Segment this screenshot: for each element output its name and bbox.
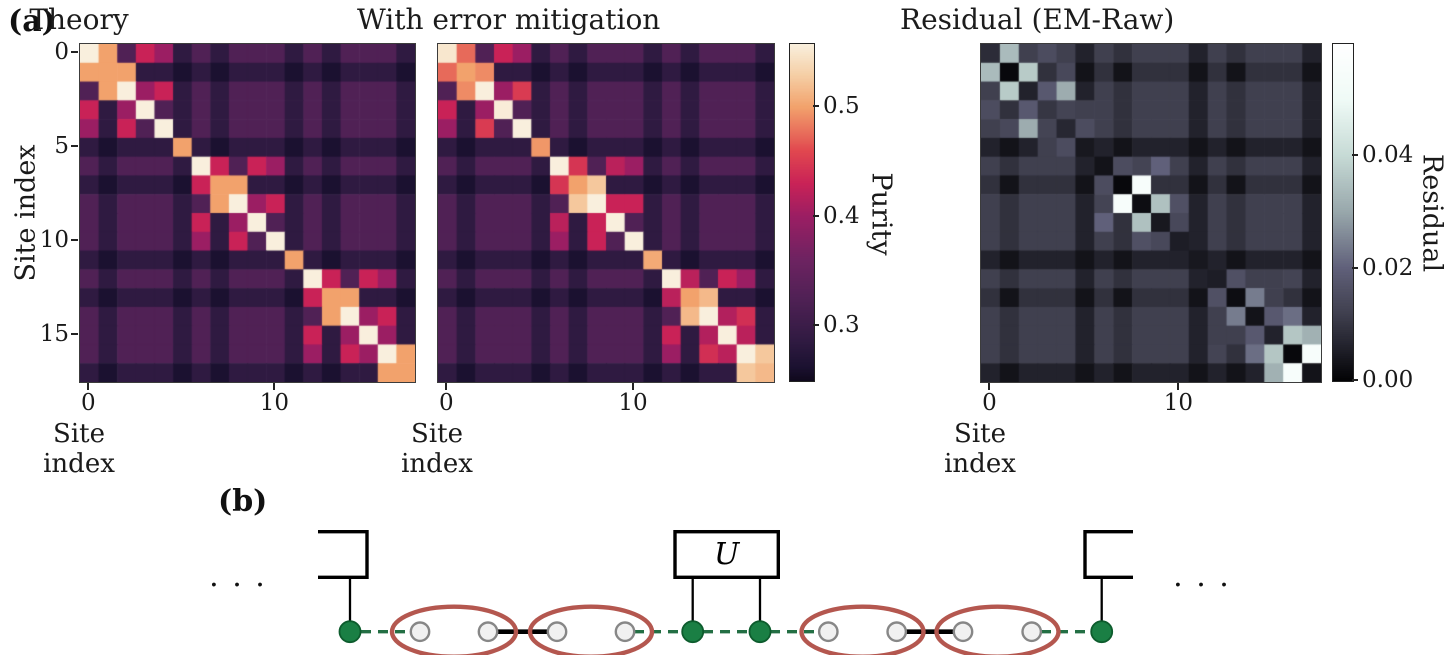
heatmap-canvas-theory: [79, 43, 416, 383]
heatmap-title-residual: Residual (EM-Raw): [900, 3, 1175, 36]
dimer-ellipses: [389, 604, 1061, 655]
x-tick-mark: [273, 383, 276, 390]
heatmap-canvas-error-mitigation: [437, 43, 775, 383]
continuation-gate-box-left: [318, 530, 369, 579]
x-axis-label-error-mitigation: Site index: [401, 419, 473, 479]
measured-site-circle: [681, 620, 705, 644]
heatmap-canvas-residual: [980, 43, 1322, 383]
x-tick-label: 0: [439, 390, 454, 416]
colorbar-tick-label: 0.04: [1362, 142, 1414, 169]
ancilla-site-circle: [477, 621, 499, 643]
ancilla-site-circle: [817, 621, 839, 643]
y-tick-mark: [71, 239, 78, 242]
colorbar-tick-mark: [813, 324, 819, 327]
continuation-gate-box-right: [1083, 530, 1133, 579]
heatmap-title-theory: Theory: [29, 3, 129, 36]
y-axis-label: Site index: [10, 144, 42, 282]
x-tick-label: 10: [1163, 390, 1193, 416]
x-tick-mark: [87, 383, 90, 390]
y-tick-mark: [71, 51, 78, 54]
colorbar-tick-label: 0.00: [1362, 367, 1414, 393]
ancilla-site-circle: [1021, 621, 1043, 643]
dimer-ellipse: [389, 604, 519, 655]
measured-site-circle: [1090, 620, 1114, 644]
x-tick-mark: [632, 383, 634, 390]
panel-b-label: (b): [218, 484, 268, 519]
colorbar-residual-label: Residual: [1416, 153, 1448, 273]
x-tick-mark: [1177, 383, 1180, 390]
x-tick-label: 0: [982, 390, 997, 416]
y-tick-mark: [71, 333, 78, 336]
y-tick-label: 10: [39, 227, 69, 254]
dimer-ellipse: [934, 604, 1061, 655]
panel-a-label: (a): [8, 4, 56, 39]
x-tick-label: 10: [618, 390, 648, 416]
u-gate-box: [673, 529, 781, 579]
y-tick-label: 15: [39, 321, 69, 348]
ancilla-site-circle: [614, 621, 636, 643]
ancilla-sites: [409, 621, 1043, 643]
ancilla-site-circle: [952, 621, 974, 643]
measured-sites: [338, 620, 1114, 644]
x-tick-label: 0: [80, 390, 96, 416]
ellipsis-right: . . .: [1173, 559, 1231, 594]
heatmap-title-error-mitigation: With error mitigation: [357, 3, 661, 36]
ancilla-site-circle: [546, 621, 568, 643]
y-tick-label: 5: [54, 133, 69, 160]
x-axis-label-theory: Site index: [43, 419, 115, 479]
u-gate-label: U: [714, 537, 741, 572]
ancilla-site-circle: [409, 621, 431, 643]
x-axis-label-residual: Site index: [944, 419, 1016, 479]
colorbar-tick-mark: [1352, 266, 1358, 269]
colorbar-tick-label: 0.5: [823, 93, 860, 120]
colorbar-tick-mark: [1352, 379, 1358, 381]
colorbar-purity-gradient: [789, 43, 815, 382]
circuit-diagram: . . . . . . U: [209, 529, 1231, 655]
ancilla-site-circle: [886, 621, 908, 643]
dimer-ellipse: [799, 604, 926, 655]
colorbar-tick-label: 0.4: [823, 202, 860, 229]
colorbar-tick-mark: [1352, 154, 1358, 157]
colorbar-tick-label: 0.3: [823, 312, 860, 339]
colorbar-tick-mark: [813, 214, 819, 217]
y-tick-mark: [71, 145, 78, 148]
colorbar-purity-label: Purity: [865, 172, 897, 256]
y-tick-label: 0: [54, 39, 69, 66]
ellipsis-left: . . .: [209, 559, 267, 594]
measured-site-circle: [338, 620, 362, 644]
colorbar-tick-mark: [813, 105, 819, 108]
colorbar-residual-gradient: [1332, 43, 1354, 382]
measured-site-circle: [748, 620, 772, 644]
x-tick-label: 10: [259, 390, 290, 416]
colorbar-tick-label: 0.02: [1362, 254, 1414, 281]
x-tick-mark: [988, 383, 991, 390]
dimer-ellipse: [527, 604, 655, 655]
x-tick-mark: [445, 383, 448, 390]
